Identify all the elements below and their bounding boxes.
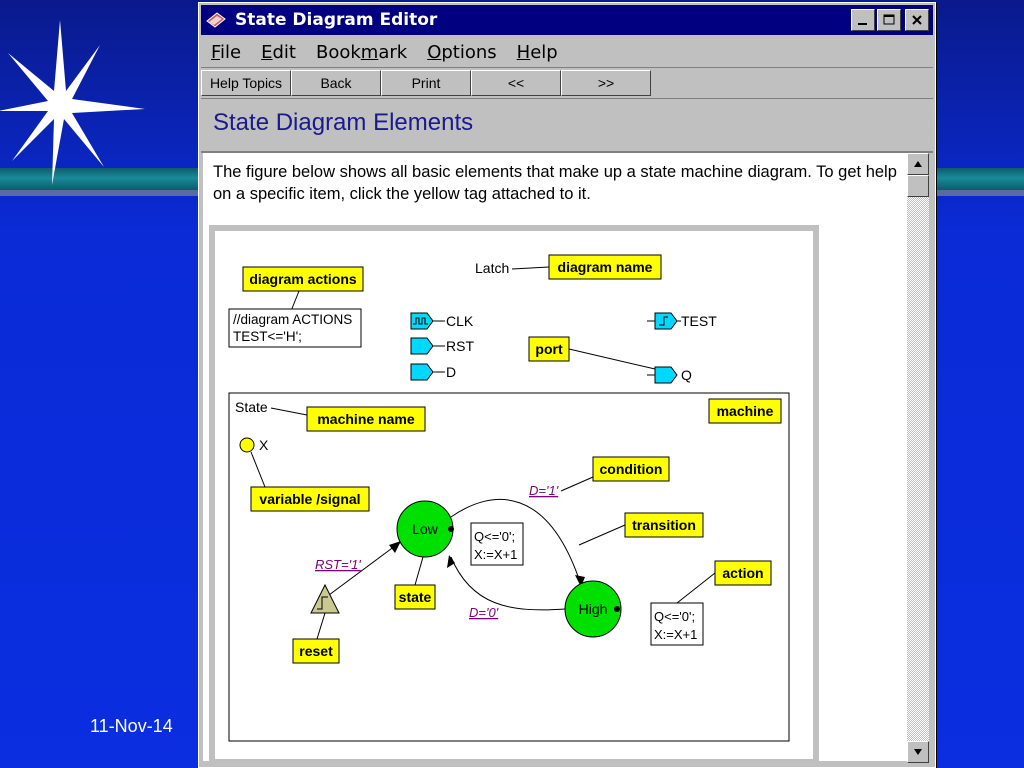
tag-transition[interactable]: transition <box>624 512 704 538</box>
condition-rst1[interactable]: RST='1' <box>315 557 361 572</box>
scroll-down-button[interactable] <box>907 741 929 763</box>
svg-text:Q<='0';: Q<='0'; <box>474 529 515 544</box>
maximize-button[interactable] <box>877 9 901 31</box>
svg-text:condition: condition <box>600 461 663 477</box>
tag-state[interactable]: state <box>394 584 436 610</box>
window-title: State Diagram Editor <box>235 10 438 30</box>
minimize-button[interactable] <box>851 9 875 31</box>
transition-high-low[interactable] <box>450 556 566 611</box>
down-arrow-icon <box>914 749 922 755</box>
condition-d0[interactable]: D='0' <box>469 605 499 620</box>
tag-variable-signal[interactable]: variable /signal <box>250 486 370 512</box>
svg-text:machine name: machine name <box>317 411 414 427</box>
machine-name-text[interactable]: State <box>235 399 268 415</box>
help-toolbar: Help Topics Back Print << >> <box>201 67 933 99</box>
port-clk[interactable]: CLK <box>410 312 474 330</box>
diagram-name-text[interactable]: Latch <box>475 260 509 276</box>
svg-text:diagram actions: diagram actions <box>249 271 357 287</box>
maximize-icon <box>883 14 895 25</box>
transition-reset-low[interactable] <box>328 542 400 596</box>
menu-help[interactable]: Help <box>516 41 558 63</box>
machine-box <box>228 392 790 742</box>
previous-button[interactable]: << <box>471 70 561 96</box>
svg-text:CLK: CLK <box>446 313 474 329</box>
svg-text:Low: Low <box>412 521 439 537</box>
svg-text:X: X <box>259 437 269 453</box>
minimize-icon <box>858 23 867 25</box>
close-icon <box>912 15 922 25</box>
menu-file[interactable]: File <box>211 41 242 63</box>
topic-heading: State Diagram Elements <box>213 109 474 136</box>
topic-header: State Diagram Elements <box>201 99 933 153</box>
svg-text:action: action <box>722 565 763 581</box>
tag-port[interactable]: port <box>528 336 570 362</box>
svg-text:transition: transition <box>632 517 696 533</box>
arrowhead-icon <box>447 555 455 568</box>
state-diagram-figure: diagram actions //diagram ACTIONS TEST<=… <box>209 225 819 761</box>
svg-text://diagram ACTIONS: //diagram ACTIONS <box>233 312 352 327</box>
arrowhead-icon <box>389 541 401 553</box>
tag-machine[interactable]: machine <box>708 398 782 424</box>
menu-options[interactable]: Options <box>427 41 497 63</box>
port-rst[interactable]: RST <box>410 337 474 355</box>
condition-d1[interactable]: D='1' <box>529 483 559 498</box>
slide-date: 11-Nov-14 <box>90 716 173 736</box>
tag-reset[interactable]: reset <box>292 638 340 664</box>
title-bar: State Diagram Editor <box>201 5 933 35</box>
back-button[interactable]: Back <box>291 70 381 96</box>
tag-condition[interactable]: condition <box>592 456 670 482</box>
next-button[interactable]: >> <box>561 70 651 96</box>
state-low[interactable]: Low <box>396 500 454 558</box>
svg-text:TEST<='H';: TEST<='H'; <box>233 329 302 344</box>
action-box-high[interactable]: Q<='0'; X:=X+1 <box>650 602 704 646</box>
svg-text:state: state <box>399 589 432 605</box>
port-q[interactable]: Q <box>647 366 692 384</box>
close-button[interactable] <box>905 9 929 31</box>
intro-text: The figure below shows all basic element… <box>213 163 897 203</box>
scroll-up-button[interactable] <box>907 153 929 175</box>
diagram-actions-box[interactable]: //diagram ACTIONS TEST<='H'; <box>228 308 362 348</box>
tag-diagram-name[interactable]: diagram name <box>548 254 662 280</box>
menu-edit[interactable]: Edit <box>261 41 296 63</box>
svg-text:X:=X+1: X:=X+1 <box>474 547 517 562</box>
vertical-scrollbar[interactable] <box>907 153 929 763</box>
svg-text:D: D <box>446 364 456 380</box>
transition-low-high[interactable] <box>450 499 582 586</box>
port-test[interactable]: TEST <box>647 312 717 330</box>
help-window: State Diagram Editor File Edit Bookmark … <box>198 2 936 768</box>
scroll-thumb[interactable] <box>907 175 929 197</box>
svg-text:variable /signal: variable /signal <box>259 491 360 507</box>
svg-text:High: High <box>579 601 608 617</box>
svg-text:X:=X+1: X:=X+1 <box>654 627 697 642</box>
svg-text:Q: Q <box>681 367 692 383</box>
app-book-icon <box>206 12 226 28</box>
menu-bookmark[interactable]: Bookmark <box>315 41 408 63</box>
tag-action[interactable]: action <box>714 560 772 586</box>
svg-text:TEST: TEST <box>681 313 717 329</box>
up-arrow-icon <box>914 161 922 167</box>
svg-text:RST: RST <box>446 338 474 354</box>
topic-content: The figure below shows all basic element… <box>203 153 907 761</box>
tag-diagram-actions[interactable]: diagram actions <box>242 266 364 292</box>
action-box-low[interactable]: Q<='0'; X:=X+1 <box>470 522 524 566</box>
state-high[interactable]: High <box>564 580 622 638</box>
menu-bar: File Edit Bookmark Options Help <box>201 37 933 67</box>
svg-text:reset: reset <box>299 643 333 659</box>
port-d[interactable]: D <box>410 363 456 381</box>
arrowhead-icon <box>575 575 585 587</box>
svg-text:diagram name: diagram name <box>558 259 653 275</box>
tag-machine-name[interactable]: machine name <box>306 406 426 432</box>
svg-text:Q<='0';: Q<='0'; <box>654 609 695 624</box>
star-decoration-icon <box>0 20 145 185</box>
svg-text:port: port <box>535 341 563 357</box>
variable-x[interactable]: X <box>239 437 269 453</box>
help-topics-button[interactable]: Help Topics <box>201 70 291 96</box>
print-button[interactable]: Print <box>381 70 471 96</box>
svg-text:machine: machine <box>717 403 774 419</box>
